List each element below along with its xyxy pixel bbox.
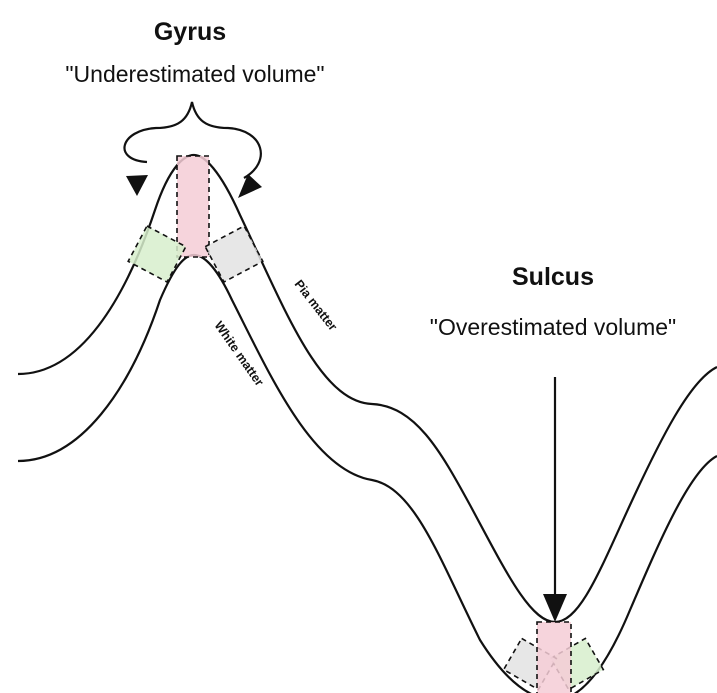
sulcus-subtitle: "Overestimated volume"	[430, 314, 676, 340]
gyrus-gray-box	[205, 226, 263, 282]
sulcus-pink-box	[537, 622, 571, 693]
sulcus-title: Sulcus	[512, 263, 594, 291]
gyrus-subtitle: "Underestimated volume"	[65, 61, 324, 87]
gyrus-title: Gyrus	[154, 18, 226, 46]
gyrus-pink-box	[177, 156, 209, 257]
gyrus-brace-arrowhead-right	[238, 174, 262, 198]
sulcus-arrowhead	[543, 594, 567, 622]
gyrus-brace-arrowhead-left	[126, 175, 148, 196]
pia-matter-curve	[18, 155, 717, 622]
pia-matter-label: Pia matter	[292, 277, 340, 333]
